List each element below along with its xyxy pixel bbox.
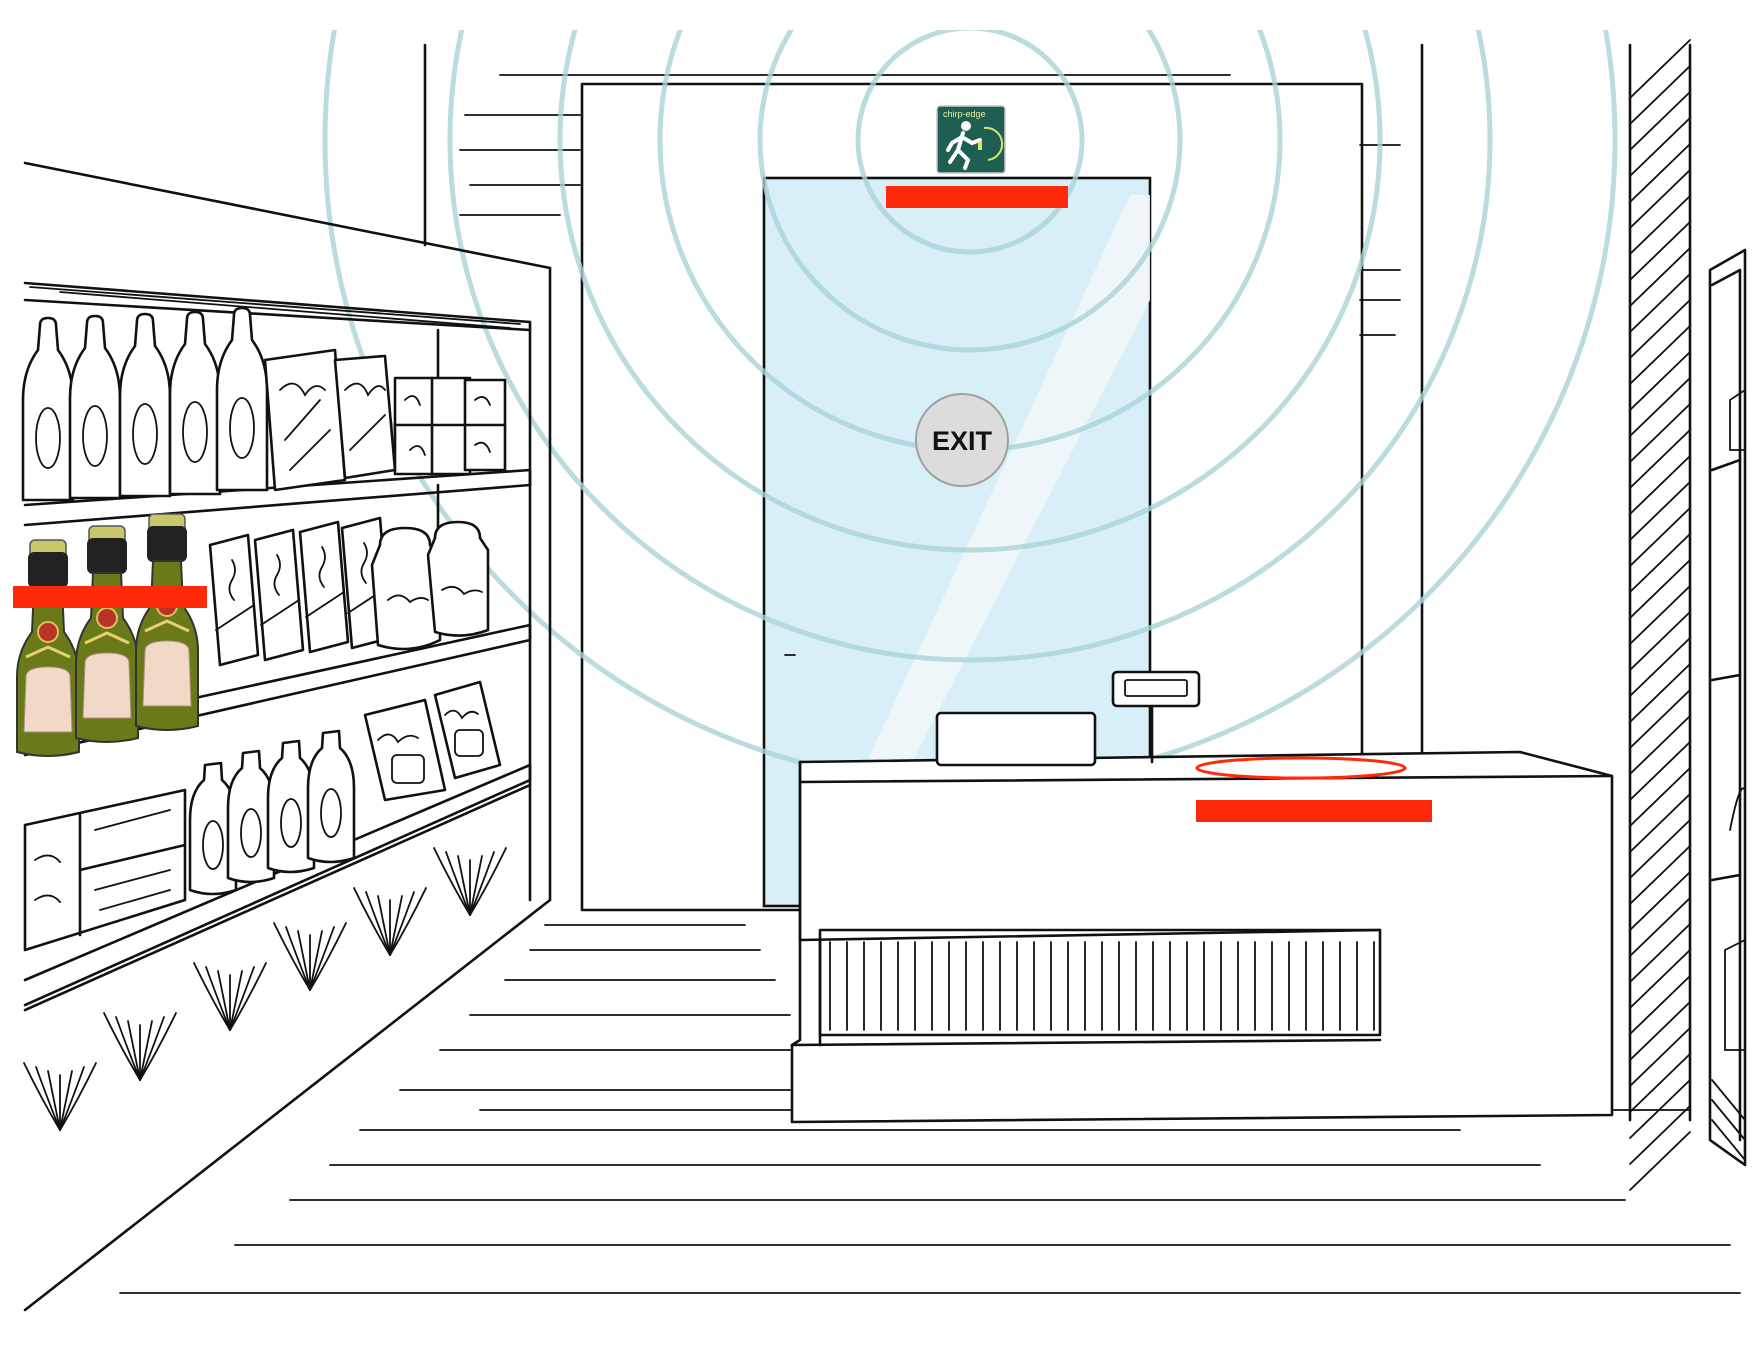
right-wall (1628, 39, 1747, 1191)
running-man-exit-icon (946, 121, 1004, 170)
exit-button-label: EXIT (932, 426, 993, 456)
signal-ring (447, 30, 1493, 663)
register-screen (935, 711, 1097, 767)
shelf-sensor-marker (13, 586, 207, 608)
card-reader (1111, 670, 1201, 764)
signal-ring (757, 30, 1183, 353)
back-wall (423, 43, 1424, 762)
checkout-counter (790, 670, 1614, 1124)
shelf-unit (21, 161, 552, 1312)
champagne-bottle-icon (135, 513, 199, 731)
signal-ring (557, 30, 1383, 553)
champagne-bottle-icon (75, 525, 139, 743)
counter-sensor-marker (1196, 800, 1432, 822)
door-sensor-marker (886, 186, 1068, 208)
signal-ring (855, 30, 1085, 255)
exit-sign-brand: chirp-edge (943, 109, 986, 119)
exit-button[interactable]: EXIT (915, 393, 1009, 487)
product-cartons (208, 516, 392, 667)
decorative-grass (23, 847, 507, 1131)
champagne-bottles (16, 513, 199, 757)
product-bottles (21, 306, 269, 502)
champagne-bottle-icon (16, 539, 80, 757)
exit-sign: chirp-edge (936, 105, 1006, 174)
counter-slats (829, 941, 1375, 1031)
nfc-pad-icon (1195, 756, 1407, 780)
product-bottles-lower (188, 729, 356, 896)
